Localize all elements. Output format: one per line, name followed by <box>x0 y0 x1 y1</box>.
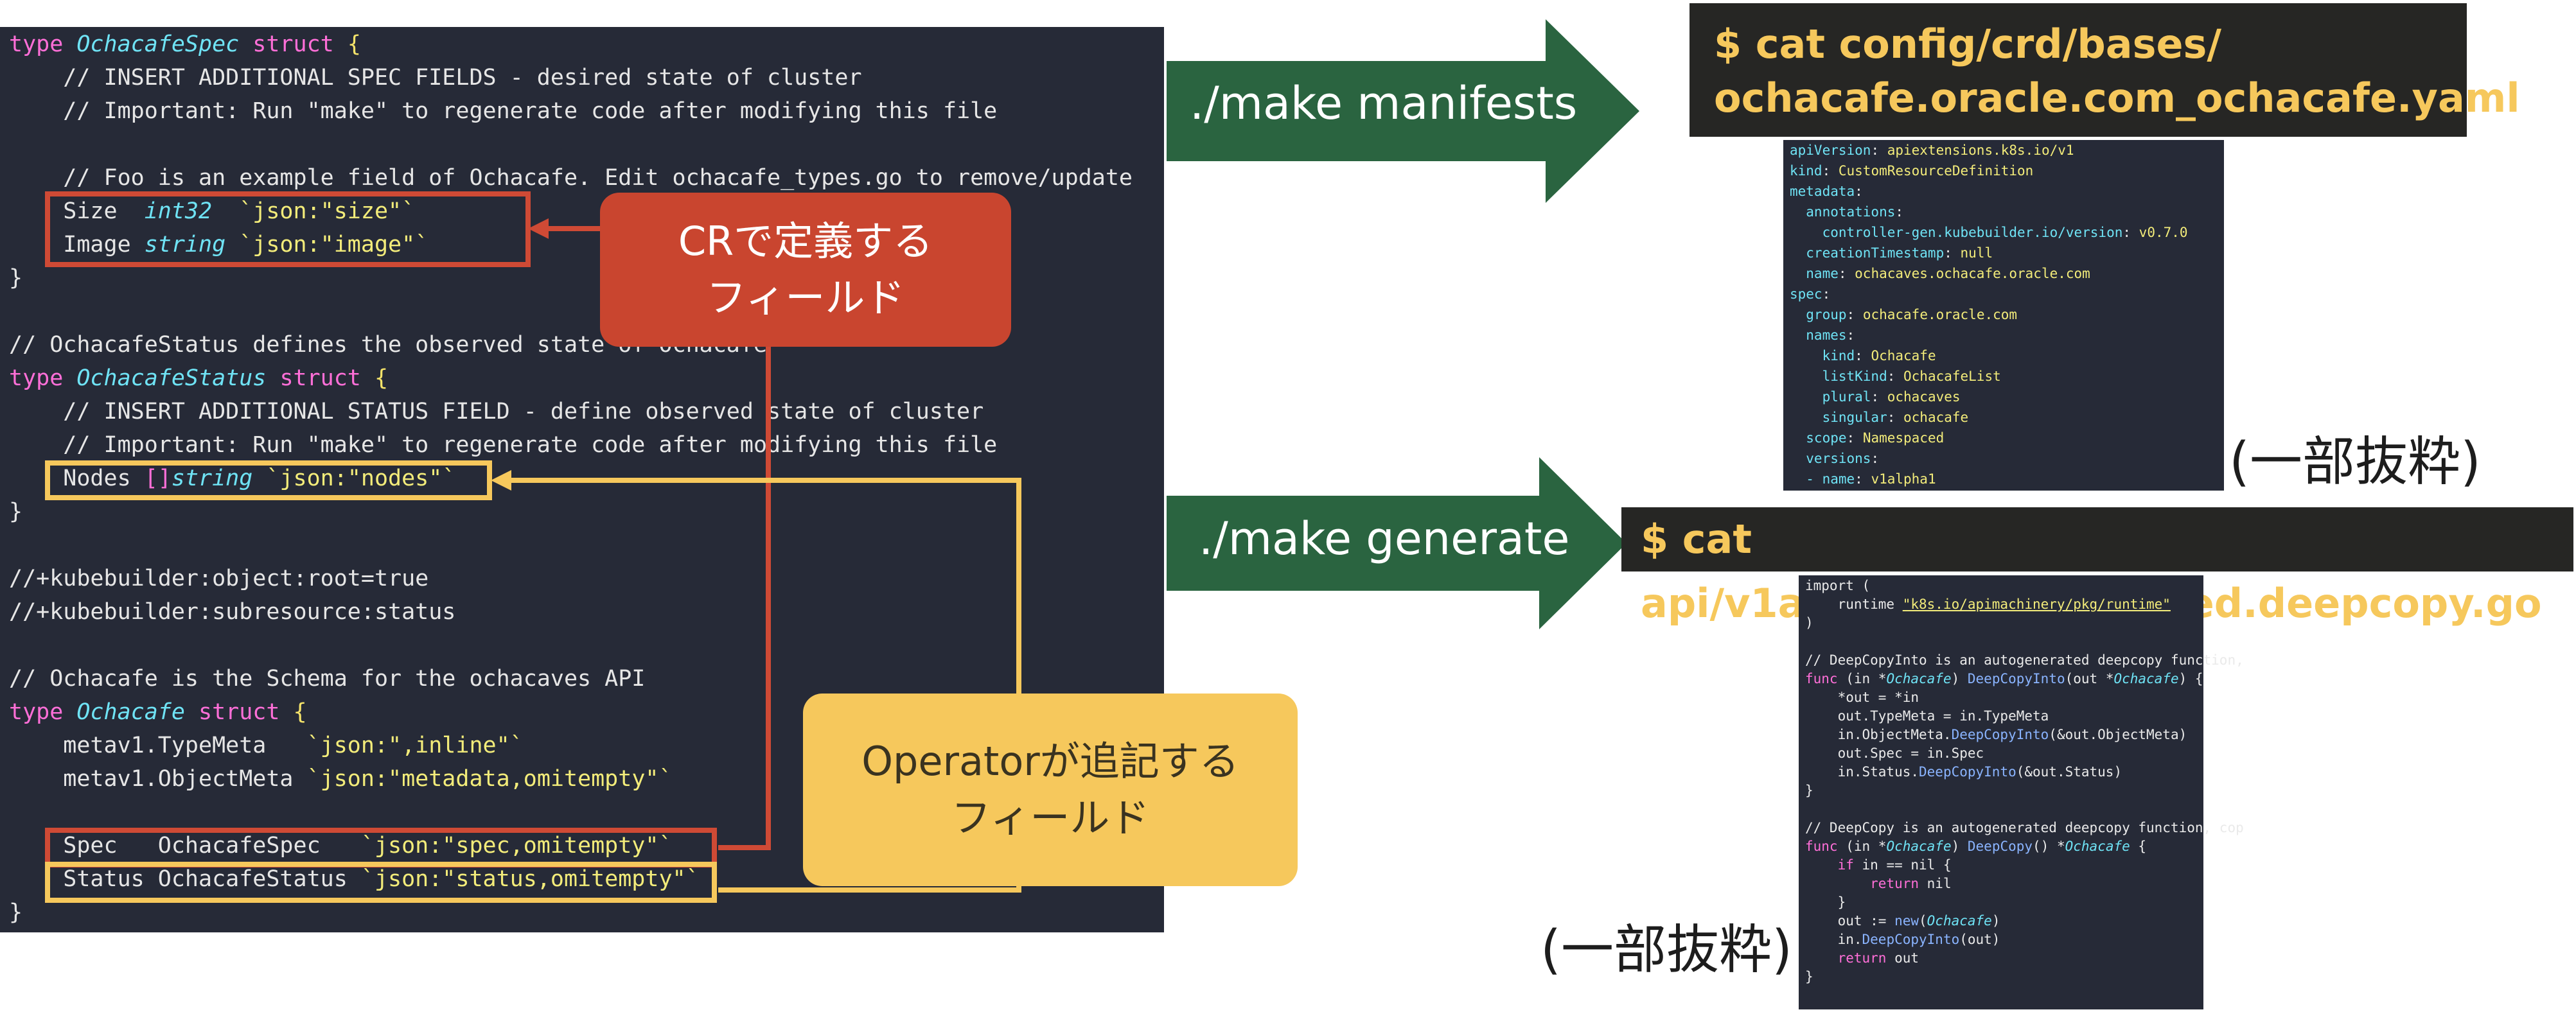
code-line: type Ochacafe struct { <box>9 699 307 725</box>
make-manifests-label: ./make manifests <box>1190 77 1578 130</box>
yaml-line: singular: ochacafe <box>1790 410 1969 425</box>
code-comment: // Ochacafe is the Schema for the ochaca… <box>9 666 646 692</box>
yaml-line: - name: v1alpha1 <box>1790 471 1936 487</box>
code-comment: // INSERT ADDITIONAL SPEC FIELDS - desir… <box>9 65 862 91</box>
callout-line: フィールド <box>706 274 905 321</box>
yaml-line: controller-gen.kubebuilder.io/version: v… <box>1790 225 2188 240</box>
code-comment: // Foo is an example field of Ochacafe. … <box>9 165 1133 191</box>
yaml-line: names: <box>1790 327 1855 343</box>
operator-field-callout: Operatorが追記する フィールド <box>803 694 1298 886</box>
nodes-field-highlight <box>45 460 492 500</box>
go-line: import ( <box>1805 578 1871 593</box>
status-field-highlight <box>45 862 717 903</box>
yaml-line: scope: Namespaced <box>1790 430 1945 446</box>
callout-line: Operatorが追記する <box>861 738 1239 785</box>
go-line: } <box>1805 783 1813 798</box>
go-line: in.Status.DeepCopyInto(&out.Status) <box>1805 764 2122 780</box>
yaml-line: listKind: OchacafeList <box>1790 369 2001 384</box>
callout-line: フィールド <box>951 794 1150 841</box>
code-comment: // Important: Run "make" to regenerate c… <box>9 432 998 458</box>
code-line-image-field: Image string `json:"image"` <box>9 232 429 257</box>
yaml-line: plural: ochacaves <box>1790 389 1961 405</box>
title-line: $ cat config/crd/bases/ <box>1714 21 2222 67</box>
code-line: type OchacafeStatus struct { <box>9 365 389 391</box>
go-line: runtime "k8s.io/apimachinery/pkg/runtime… <box>1805 597 2171 612</box>
crd-yaml-snippet: apiVersion: apiextensions.k8s.io/v1 kind:… <box>1783 140 2224 491</box>
go-line: in.DeepCopyInto(out) <box>1805 932 2000 947</box>
yaml-line: metadata: <box>1790 184 1863 199</box>
go-line: func (in *Ochacafe) DeepCopy() *Ochacafe… <box>1805 839 2147 854</box>
crd-yaml-command-title: $ cat config/crd/bases/ ochacafe.oracle.… <box>1689 3 2520 137</box>
go-line: } <box>1805 969 1813 984</box>
go-line: } <box>1805 894 1846 910</box>
code-line-nodes-field: Nodes []string `json:"nodes"` <box>9 466 456 491</box>
code-line: } <box>9 499 23 525</box>
yaml-line: versions: <box>1790 451 1880 466</box>
go-line: out := new(Ochacafe) <box>1805 913 2000 929</box>
cr-fields-highlight <box>45 191 531 267</box>
yaml-line: kind: Ochacafe <box>1790 348 1936 363</box>
code-line: } <box>9 900 23 925</box>
code-comment: //+kubebuilder:subresource:status <box>9 599 456 625</box>
yaml-line: annotations: <box>1790 204 1904 220</box>
code-comment: // INSERT ADDITIONAL STATUS FIELD - defi… <box>9 399 984 424</box>
code-line-size-field: Size int32 `json:"size"` <box>9 198 416 224</box>
go-comment: // DeepCopyInto is an autogenerated deep… <box>1805 652 2244 668</box>
go-line: return nil <box>1870 876 1952 891</box>
code-comment: // Important: Run "make" to regenerate c… <box>9 98 998 124</box>
go-line: ) <box>1805 615 1813 631</box>
code-line: type OchacafeSpec struct { <box>9 31 361 57</box>
make-manifests-arrow <box>1167 19 1639 203</box>
go-line: return out <box>1837 950 1919 966</box>
code-comment: //+kubebuilder:object:root=true <box>9 566 429 591</box>
callout-line: CRで定義する <box>678 218 933 265</box>
yaml-line: group: ochacafe.oracle.com <box>1790 307 2018 322</box>
make-generate-arrow <box>1167 457 1627 629</box>
code-line: metav1.TypeMeta `json:",inline"` <box>9 733 524 758</box>
code-line: metav1.ObjectMeta `json:"metadata,omitem… <box>9 766 673 792</box>
deepcopy-go-snippet: import ( runtime "k8s.io/apimachinery/pk… <box>1799 575 2244 1009</box>
go-line: in.ObjectMeta.DeepCopyInto(&out.ObjectMe… <box>1805 727 2187 742</box>
title-line: ochacafe.oracle.com_ochacafe.yaml <box>1714 74 2520 121</box>
yaml-line: apiVersion: apiextensions.k8s.io/v1 <box>1790 143 2074 158</box>
go-excerpt-label: (一部抜粋) <box>1540 920 1792 981</box>
go-line: *out = *in <box>1805 690 1919 705</box>
yaml-line: creationTimestamp: null <box>1790 245 1993 261</box>
go-line: out.Spec = in.Spec <box>1805 746 1984 761</box>
yaml-line: kind: CustomResourceDefinition <box>1790 163 2034 179</box>
go-line: out.TypeMeta = in.TypeMeta <box>1805 708 2049 724</box>
yaml-line: name: ochacaves.ochacafe.oracle.com <box>1790 266 2090 281</box>
cr-field-callout: CRで定義する フィールド <box>600 193 1011 347</box>
go-line: if in == nil { <box>1837 857 1952 873</box>
yaml-line: spec: <box>1790 286 1831 302</box>
go-line: func (in *Ochacafe) DeepCopyInto(out *Oc… <box>1805 671 2203 686</box>
make-generate-label: ./make generate <box>1199 512 1570 565</box>
go-comment: // DeepCopy is an autogenerated deepcopy… <box>1805 820 2244 835</box>
code-line: } <box>9 265 23 291</box>
yaml-excerpt-label: (一部抜粋) <box>2229 432 2481 493</box>
deepcopy-go-command-title: $ cat api/v1alpha1/zz_generated.deepcopy… <box>1621 507 2573 627</box>
